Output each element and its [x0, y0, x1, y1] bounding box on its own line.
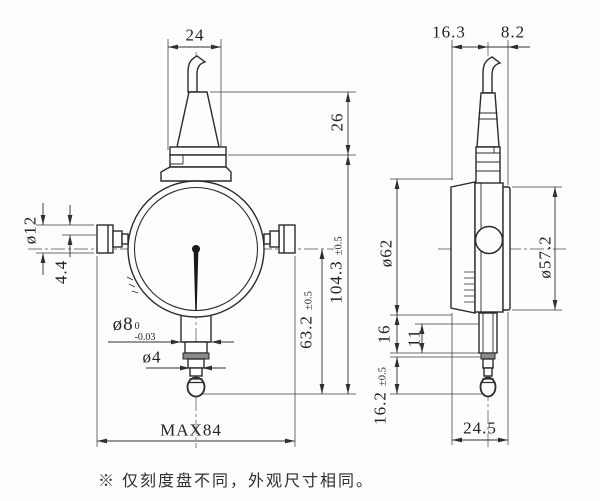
dim-tip-length-label: 16.2 ±0.5 — [370, 367, 390, 425]
side-contact-ball — [479, 376, 497, 398]
front-cable — [187, 55, 207, 93]
tip-length-tolerance: ±0.5 — [377, 367, 389, 387]
overall-height-tolerance: ±0.5 — [333, 236, 345, 256]
side-back-plate — [502, 186, 511, 311]
dial-needle — [193, 250, 199, 311]
side-view-outline — [450, 56, 511, 398]
dim-neck-height-label: 26 — [327, 112, 347, 132]
dimension-lines — [40, 44, 558, 444]
dim-center-to-tip-label: 63.2 ±0.5 — [296, 291, 316, 349]
front-clamp-band-1 — [169, 146, 227, 156]
dim-inner-shoulder-label: 11 — [404, 328, 424, 348]
front-stem-cone — [176, 91, 220, 148]
dim-rear-dia-label: ø57.2 — [535, 235, 555, 279]
right-knob — [263, 224, 296, 254]
dim-bezel-dia-label: ø62 — [376, 238, 396, 268]
side-spindle-housing — [478, 312, 498, 354]
side-cable — [482, 56, 502, 94]
dim-front-depth-label: 16.3 — [432, 22, 466, 42]
front-collar — [182, 352, 210, 360]
side-clamp — [475, 146, 501, 187]
dim-overall-depth-label: 24.5 — [463, 418, 497, 438]
footnote: ※ 仅刻度盘不同，外观尺寸相同。 — [98, 473, 375, 490]
side-collar — [480, 352, 496, 360]
front-contact-ball — [186, 376, 206, 398]
left-knob — [96, 224, 129, 254]
dim-cap-width-label: 24 — [185, 25, 205, 45]
dim-max-width-label: MAX84 — [160, 420, 222, 440]
side-bezel — [450, 181, 476, 314]
side-stem-cone — [476, 92, 500, 148]
front-stem-ring — [184, 341, 208, 354]
front-clamp-band-2 — [169, 154, 227, 168]
stem-dia-tolerance: 0-0.03 — [134, 321, 156, 343]
side-thumb-wheel — [474, 225, 504, 255]
dim-overall-height-label: 104.3 ±0.5 — [326, 236, 346, 304]
dim-side-knob-dia-label: ø12 — [20, 215, 40, 245]
dim-lower-shoulder-label: 16 — [374, 324, 394, 344]
dim-spindle-dia-label: ø4 — [142, 347, 162, 367]
dim-side-knob-offset-label: 4.4 — [51, 259, 71, 285]
dim-rear-depth-label: 8.2 — [500, 22, 526, 42]
center-to-tip-tolerance: ±0.5 — [303, 291, 315, 311]
front-view-outline — [96, 55, 296, 398]
front-bezel-top — [160, 166, 232, 182]
dial-pivot — [192, 245, 200, 253]
